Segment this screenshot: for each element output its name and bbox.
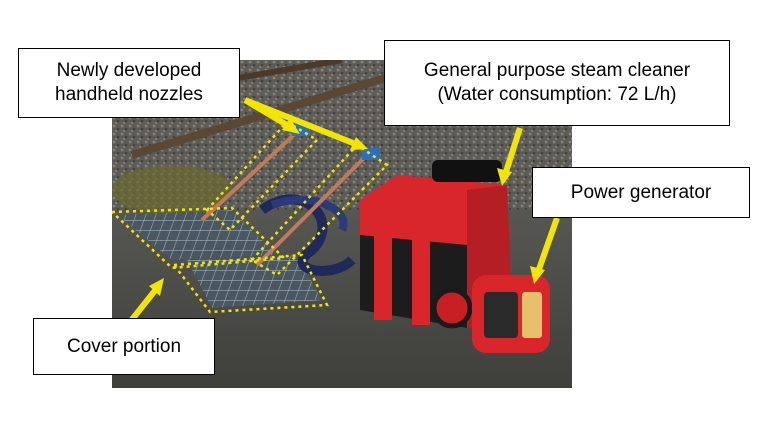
- nozzle-lance-2: [255, 153, 369, 267]
- nozzles-callout-line2: handheld nozzles: [55, 84, 203, 105]
- weeds: [112, 165, 232, 215]
- cover-mat-2: [187, 255, 322, 308]
- nozzle-handle-2: [362, 148, 380, 160]
- steam-cleaner-callout-line2: (Water consumption: 72 L/h): [437, 84, 677, 105]
- nozzle-outline-2: [250, 143, 389, 277]
- power-generator-callout: Power generator: [532, 167, 750, 218]
- power-generator: [472, 275, 550, 353]
- nozzle-outline-1: [205, 120, 319, 232]
- nozzles-callout: Newly developed handheld nozzles: [18, 48, 240, 118]
- cover-portion-callout: Cover portion: [33, 318, 215, 375]
- cover-outline-2: [171, 253, 329, 314]
- hose-coil-2: [270, 195, 348, 232]
- steam-cleaner-callout-line1: General purpose steam cleaner: [423, 60, 691, 81]
- steam-cleaner-callout: General purpose steam cleaner (Water con…: [384, 40, 730, 126]
- power-generator-callout-label: Power generator: [570, 181, 712, 203]
- cover-portion-callout-label: Cover portion: [66, 335, 182, 357]
- nozzles-callout-line1: Newly developed: [56, 60, 202, 81]
